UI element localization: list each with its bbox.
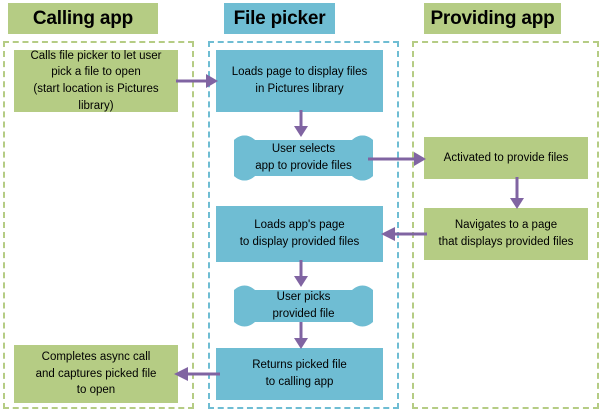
swimlane-file-picker <box>208 41 399 409</box>
column-header-providing-app: Providing app <box>424 3 561 34</box>
column-header-calling-app: Calling app <box>8 3 158 34</box>
node-activated-to-provide: Activated to provide files <box>424 137 588 179</box>
node-loads-apps-page: Loads app's page to display provided fil… <box>216 206 383 262</box>
node-completes-async-call-label: Completes async call and captures picked… <box>35 350 157 397</box>
column-header-file-picker: File picker <box>224 3 335 34</box>
node-loads-page-label: Loads page to display files in Pictures … <box>231 66 368 95</box>
node-calls-file-picker-label: Calls file picker to let user pick a fil… <box>30 49 162 112</box>
swimlane-calling-app <box>3 41 194 409</box>
swimlane-providing-app <box>412 41 599 409</box>
node-user-picks-file-label: User picks provided file <box>272 291 335 320</box>
node-user-selects-app-label: User selects app to provide files <box>255 143 352 172</box>
node-navigates-to-page-label: Navigates to a page that displays provid… <box>438 219 574 248</box>
column-header-calling-app-label: Calling app <box>32 7 134 29</box>
node-completes-async-call: Completes async call and captures picked… <box>14 345 178 403</box>
node-user-picks-file: User picks provided file <box>234 284 373 328</box>
node-returns-picked-file-label: Returns picked file to calling app <box>252 359 347 388</box>
node-returns-picked-file: Returns picked file to calling app <box>216 348 383 400</box>
node-calls-file-picker: Calls file picker to let user pick a fil… <box>14 50 178 112</box>
document-shape <box>234 285 373 327</box>
document-shape <box>234 135 373 181</box>
node-loads-page: Loads page to display files in Pictures … <box>216 50 383 112</box>
node-activated-to-provide-label: Activated to provide files <box>443 151 569 164</box>
node-user-selects-app: User selects app to provide files <box>234 134 373 182</box>
node-loads-apps-page-label: Loads app's page to display provided fil… <box>239 219 360 248</box>
column-header-providing-app-label: Providing app <box>430 7 555 29</box>
column-header-file-picker-label: File picker <box>233 7 326 29</box>
node-navigates-to-page: Navigates to a page that displays provid… <box>424 208 588 260</box>
